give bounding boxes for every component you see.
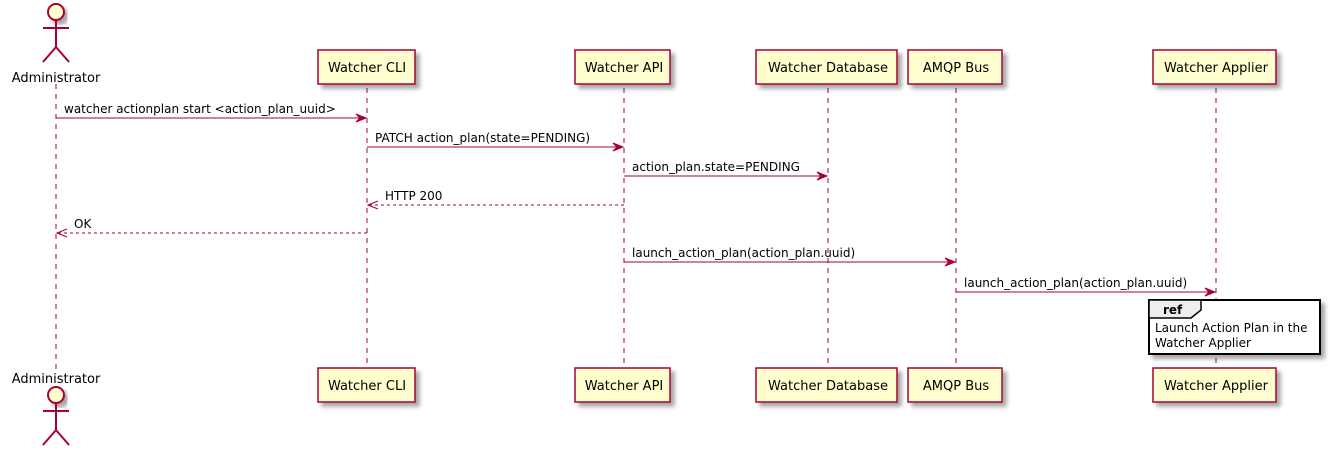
arrowhead-icon (944, 257, 957, 267)
participant-box-db-bottom (755, 367, 898, 403)
message-label: launch_action_plan(action_plan.uuid) (964, 276, 1187, 290)
arrowhead-open-icon (366, 200, 379, 210)
message-label: watcher actionplan start <action_plan_uu… (64, 102, 336, 116)
ref-tag-box (1148, 299, 1202, 319)
message-label: launch_action_plan(action_plan.uuid) (632, 246, 855, 260)
participant-label: Watcher Applier (1164, 61, 1269, 76)
message-label: OK (74, 217, 92, 231)
actor-label: Administrator (12, 71, 101, 86)
participant-box-cli-top (317, 49, 416, 85)
actor-label: Administrator (12, 372, 101, 387)
actor-leg (55, 46, 70, 63)
participant-label: AMQP Bus (923, 61, 989, 76)
participant-box-amqp-bottom (907, 367, 1003, 403)
participant-label: Watcher Database (768, 61, 888, 76)
participant-label: Watcher API (585, 61, 664, 76)
actor-head (47, 386, 65, 404)
actor-leg (55, 429, 70, 446)
participant-box-applier-bottom (1152, 367, 1277, 403)
participant-box-applier-top (1152, 49, 1277, 85)
participant-box-cli-bottom (317, 367, 416, 403)
message-label: PATCH action_plan(state=PENDING) (375, 131, 590, 145)
arrowhead-icon (612, 142, 625, 152)
participant-box-db-top (755, 49, 898, 85)
participant-box-api-bottom (574, 367, 671, 403)
message-label: HTTP 200 (385, 189, 442, 203)
participant-label: Watcher CLI (328, 379, 406, 394)
ref-tag: ref (1163, 303, 1183, 317)
participant-label: Watcher Applier (1164, 379, 1269, 394)
arrowhead-icon (1204, 287, 1217, 297)
participant-label: Watcher API (585, 379, 664, 394)
actor-leg (42, 429, 57, 446)
participant-label: AMQP Bus (923, 379, 989, 394)
arrowhead-icon (816, 171, 829, 181)
participant-label: Watcher Database (768, 379, 888, 394)
ref-text-line: Watcher Applier (1155, 336, 1251, 350)
ref-text-line: Launch Action Plan in the (1155, 321, 1307, 335)
participant-box-api-top (574, 49, 671, 85)
arrowhead-icon (355, 113, 368, 123)
actor-leg (42, 46, 57, 63)
actor-head (47, 3, 65, 21)
arrowhead-open-icon (55, 228, 68, 238)
participant-box-amqp-top (907, 49, 1003, 85)
actor-figure-icon (42, 3, 70, 63)
actor-figure-icon (42, 386, 70, 446)
participant-label: Watcher CLI (328, 61, 406, 76)
message-label: action_plan.state=PENDING (632, 160, 800, 174)
